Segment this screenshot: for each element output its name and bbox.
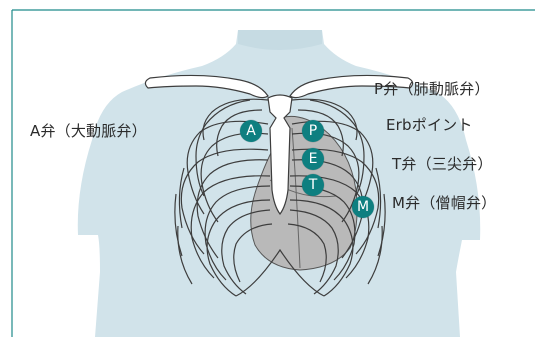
marker-p-pulmonary-valve: P: [302, 120, 324, 142]
marker-a-aortic-valve: A: [240, 120, 262, 142]
label-m-valve: M弁（僧帽弁）: [392, 194, 496, 212]
label-t-valve: T弁（三尖弁）: [392, 155, 493, 173]
label-a-valve: A弁（大動脈弁）: [30, 122, 147, 140]
marker-t-tricuspid-valve: T: [302, 174, 324, 196]
marker-m-mitral-valve: M: [352, 196, 374, 218]
neck-shade: [238, 30, 322, 50]
label-p-valve: P弁（肺動脈弁）: [374, 80, 490, 98]
label-erb-point: Erbポイント: [386, 116, 473, 134]
marker-e-erb-point: E: [302, 148, 324, 170]
